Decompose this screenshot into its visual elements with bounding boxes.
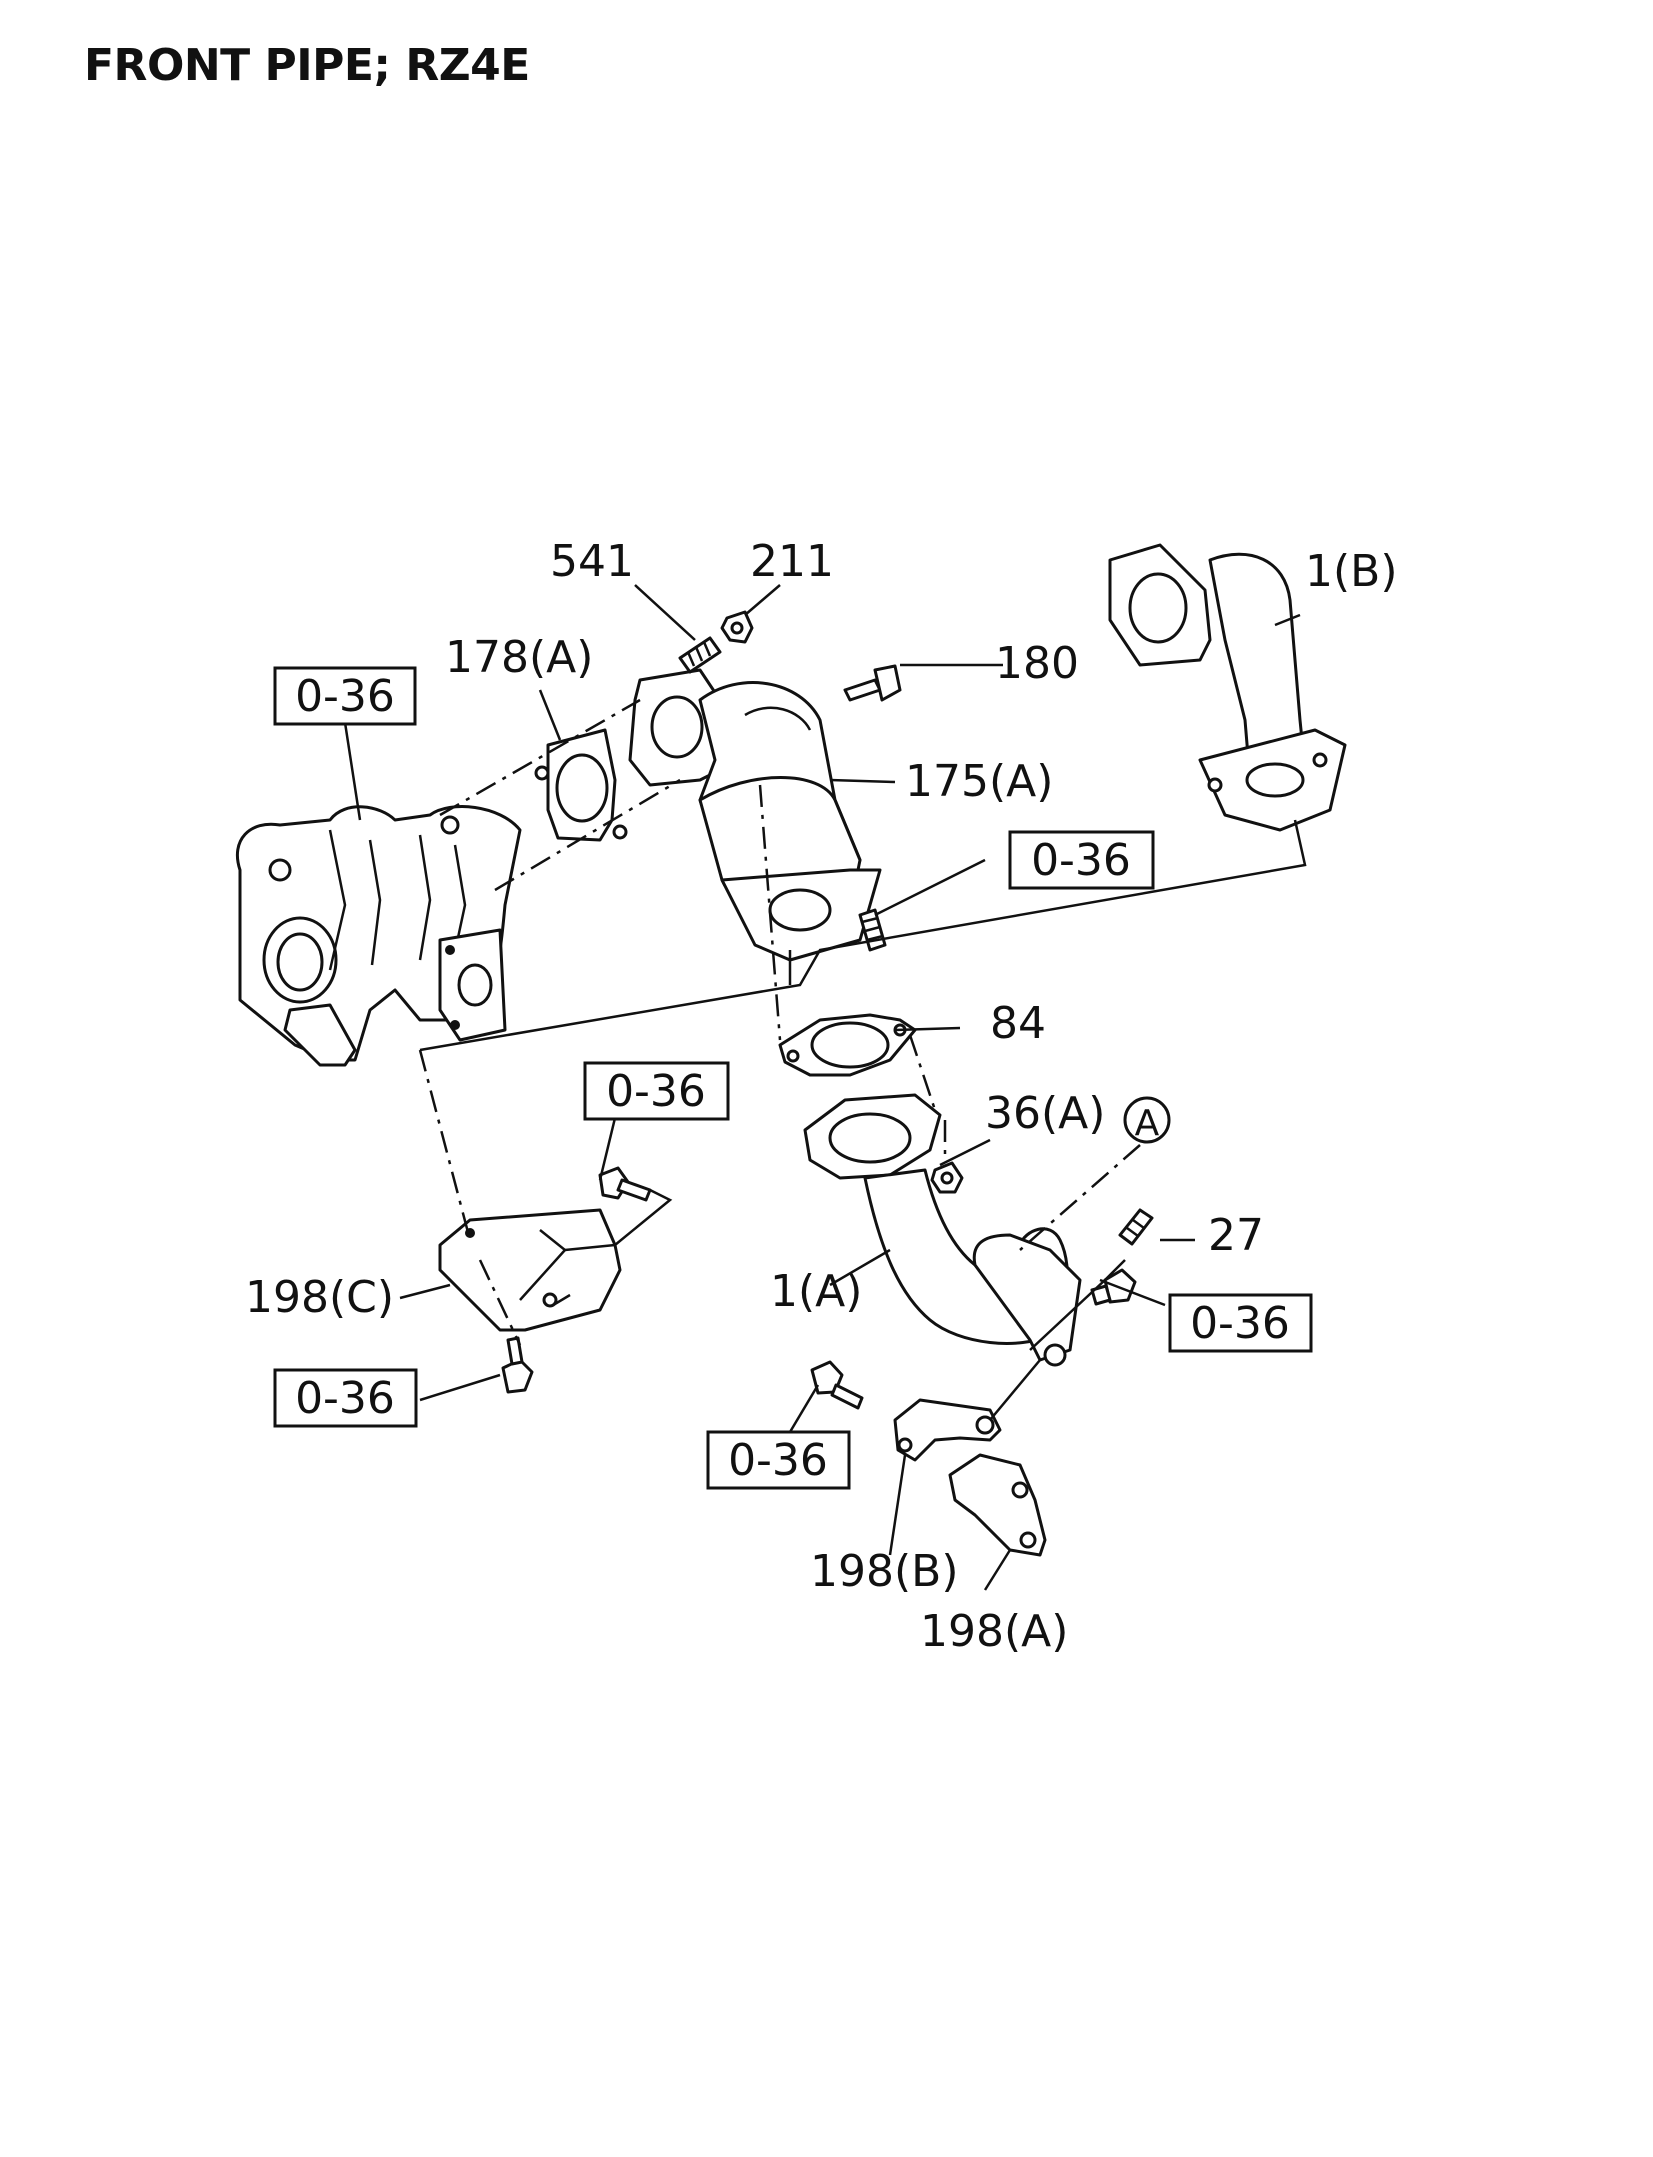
- stud-27-drawing: [1118, 1208, 1154, 1246]
- ref-box-1-text: 0-36: [295, 671, 395, 722]
- bolt-180-drawing: [843, 664, 902, 702]
- circle-marker-a: A: [1123, 1096, 1171, 1144]
- ref-box-6[interactable]: 0-36: [706, 1430, 851, 1490]
- nut-36a-drawing: [930, 1161, 964, 1194]
- label-180: 180: [995, 638, 1079, 689]
- ref-box-4[interactable]: 0-36: [1168, 1293, 1313, 1353]
- pipe-1a-drawing: [803, 1093, 1082, 1367]
- stud-541-drawing: [678, 636, 722, 674]
- ref-box-6-text: 0-36: [728, 1435, 828, 1486]
- bracket-198a-drawing: [948, 1453, 1047, 1557]
- ref-box-5[interactable]: 0-36: [273, 1368, 418, 1428]
- stud-0-36-catalytic-drawing: [858, 908, 887, 952]
- label-541: 541: [550, 536, 634, 587]
- ref-box-2-text: 0-36: [1031, 835, 1131, 886]
- label-211: 211: [750, 536, 834, 587]
- label-175a: 175(A): [905, 756, 1053, 807]
- ref-box-4-text: 0-36: [1190, 1298, 1290, 1349]
- gasket-84-drawing: [778, 1013, 917, 1077]
- page-title: FRONT PIPE; RZ4E: [84, 40, 530, 91]
- ref-box-5-text: 0-36: [295, 1373, 395, 1424]
- bolt-0-36-shield-top-drawing: [598, 1166, 652, 1202]
- label-84: 84: [990, 998, 1046, 1049]
- bracket-198b-drawing: [893, 1398, 1002, 1462]
- nut-211-drawing: [720, 610, 754, 644]
- label-198a: 198(A): [920, 1606, 1068, 1657]
- label-1b: 1(B): [1305, 546, 1398, 597]
- pipe-1b-drawing: [1108, 543, 1347, 832]
- label-36a: 36(A): [985, 1088, 1105, 1139]
- label-1a: 1(A): [770, 1266, 862, 1317]
- ref-box-1[interactable]: 0-36: [273, 666, 417, 726]
- bolt-0-36-shield-bottom-drawing: [501, 1336, 534, 1394]
- label-27: 27: [1208, 1210, 1264, 1261]
- ref-box-2[interactable]: 0-36: [1008, 830, 1155, 890]
- gasket-178a-drawing: [534, 728, 628, 842]
- bolt-0-36-bracket-drawing: [810, 1360, 864, 1410]
- catalytic-converter-drawing: [628, 668, 882, 962]
- label-198c: 198(C): [245, 1272, 394, 1323]
- ref-box-3-text: 0-36: [606, 1066, 706, 1117]
- label-178a: 178(A): [445, 632, 593, 683]
- turbocharger-drawing: [235, 805, 522, 1067]
- circle-marker-a-text: A: [1135, 1103, 1160, 1144]
- ref-box-3[interactable]: 0-36: [583, 1061, 730, 1121]
- assembly-lines: [418, 698, 1307, 1421]
- label-198b: 198(B): [810, 1546, 959, 1597]
